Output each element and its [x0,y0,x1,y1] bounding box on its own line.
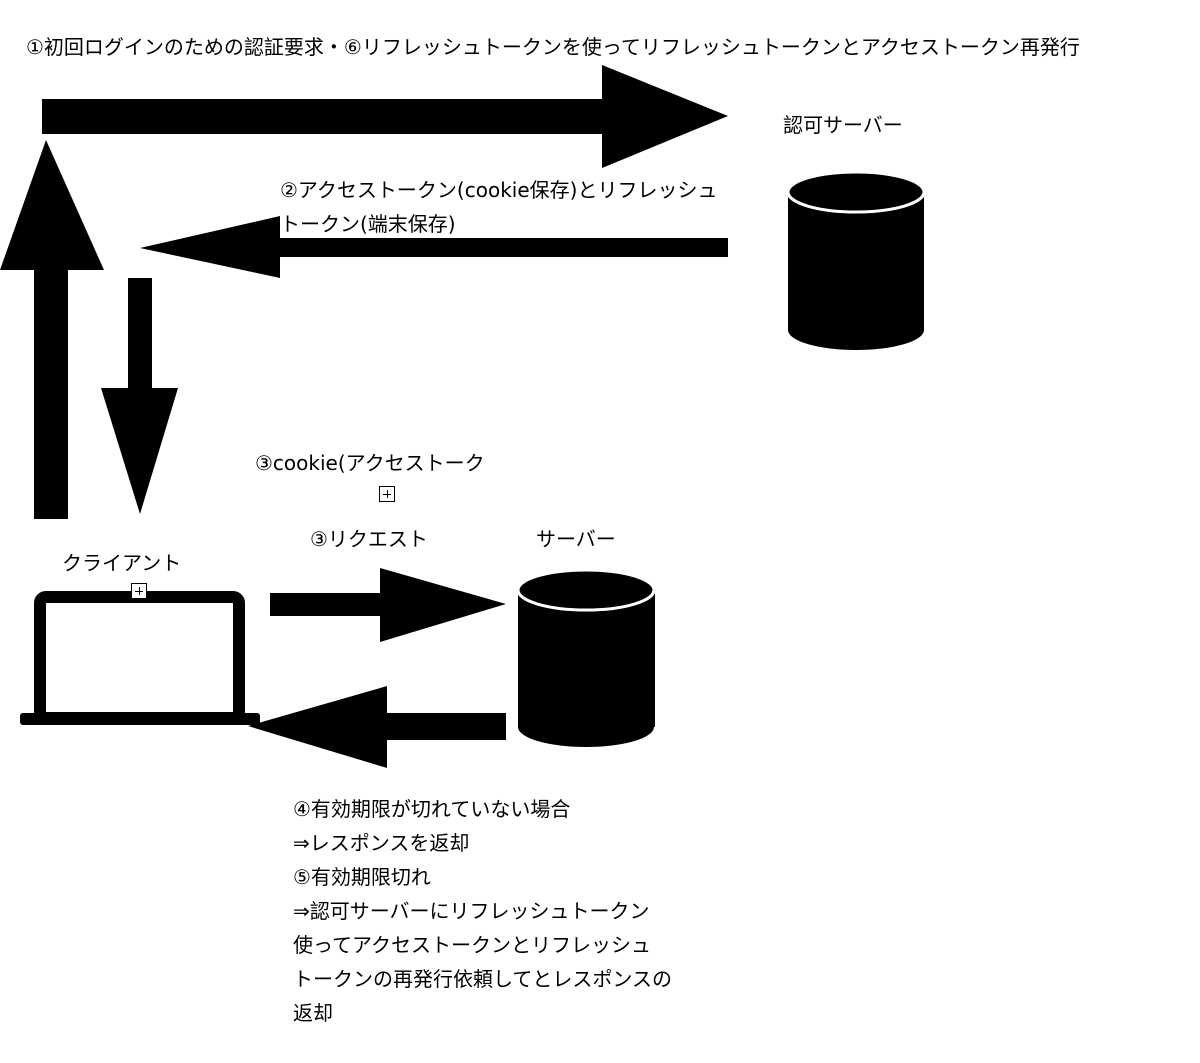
label-token-return-line-2: トークン(端末保存) [280,212,456,236]
label-server: サーバー [536,527,616,551]
label-cookie: ③cookie(アクセストーク [255,451,485,475]
arrow-auth-server-to-client [140,216,728,278]
label-response-line-5: 使ってアクセストークンとリフレッシュ [293,933,651,957]
auth-server-database-icon [786,170,926,350]
label-response-line-4: ⇒認可サーバーにリフレッシュトークン [293,899,650,923]
label-response-line-2: ⇒レスポンスを返却 [293,831,470,855]
label-request: ③リクエスト [310,527,428,551]
client-laptop-icon [20,591,260,725]
arrow-down-client [101,278,178,514]
label-response-line-7: 返却 [293,1001,333,1025]
arrow-server-to-client [248,686,506,768]
label-response-line-1: ④有効期限が切れていない場合 [293,797,571,821]
label-auth-server: 認可サーバー [783,113,903,137]
arrow-client-to-auth-server [42,65,728,168]
arrow-client-to-server [270,568,506,642]
arrow-up-client [0,140,104,519]
label-token-return-line-1: ②アクセストークン(cookie保存)とリフレッシュ [280,178,718,202]
expand-plus-icon[interactable] [379,486,395,502]
label-response-line-3: ⑤有効期限切れ [293,865,431,889]
expand-plus-icon[interactable] [131,583,147,599]
label-response-line-6: トークンの再発行依頼してとレスポンスの [293,967,672,991]
server-database-icon [516,568,656,747]
label-initial-auth-request: ①初回ログインのための認証要求・⑥リフレッシュトークンを使ってリフレッシュトーク… [26,35,1080,59]
label-client: クライアント [62,551,182,575]
